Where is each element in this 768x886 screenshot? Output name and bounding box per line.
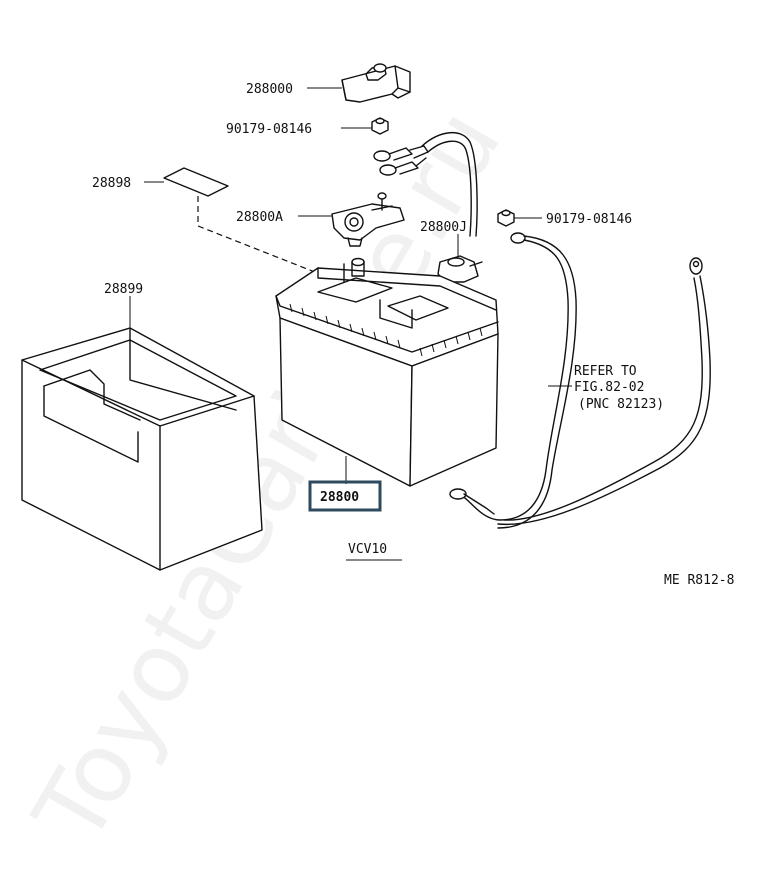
battery-part <box>275 257 499 487</box>
terminal-cover-part <box>341 63 411 103</box>
label-diagram-code: ME R812-8 <box>664 573 734 588</box>
label-refer-line2: FIG.82-02 <box>574 380 644 395</box>
ground-cable-part <box>449 232 711 529</box>
label-90179-right: 90179-08146 <box>546 212 632 227</box>
nut-right-part <box>497 209 515 227</box>
label-refer-line3: (PNC 82123) <box>578 397 664 412</box>
positive-clamp-part <box>437 255 483 283</box>
label-288000: 288000 <box>246 82 293 97</box>
label-28800A: 28800A <box>236 210 283 225</box>
highlight-box-28800 <box>308 480 382 512</box>
battery-tray-part <box>21 327 263 571</box>
label-refer-line1: REFER TO <box>574 364 637 379</box>
negative-clamp-part <box>331 192 405 247</box>
label-28899: 28899 <box>104 282 143 297</box>
label-28800J: 28800J <box>420 220 467 235</box>
nut-upper-part <box>371 117 389 135</box>
label-90179-upper: 90179-08146 <box>226 122 312 137</box>
label-model: VCV10 <box>348 542 387 557</box>
label-28898: 28898 <box>92 176 131 191</box>
positive-cable-part <box>373 132 478 237</box>
label-28800[interactable]: 28800 <box>320 490 359 505</box>
label-plate-part <box>163 167 229 197</box>
